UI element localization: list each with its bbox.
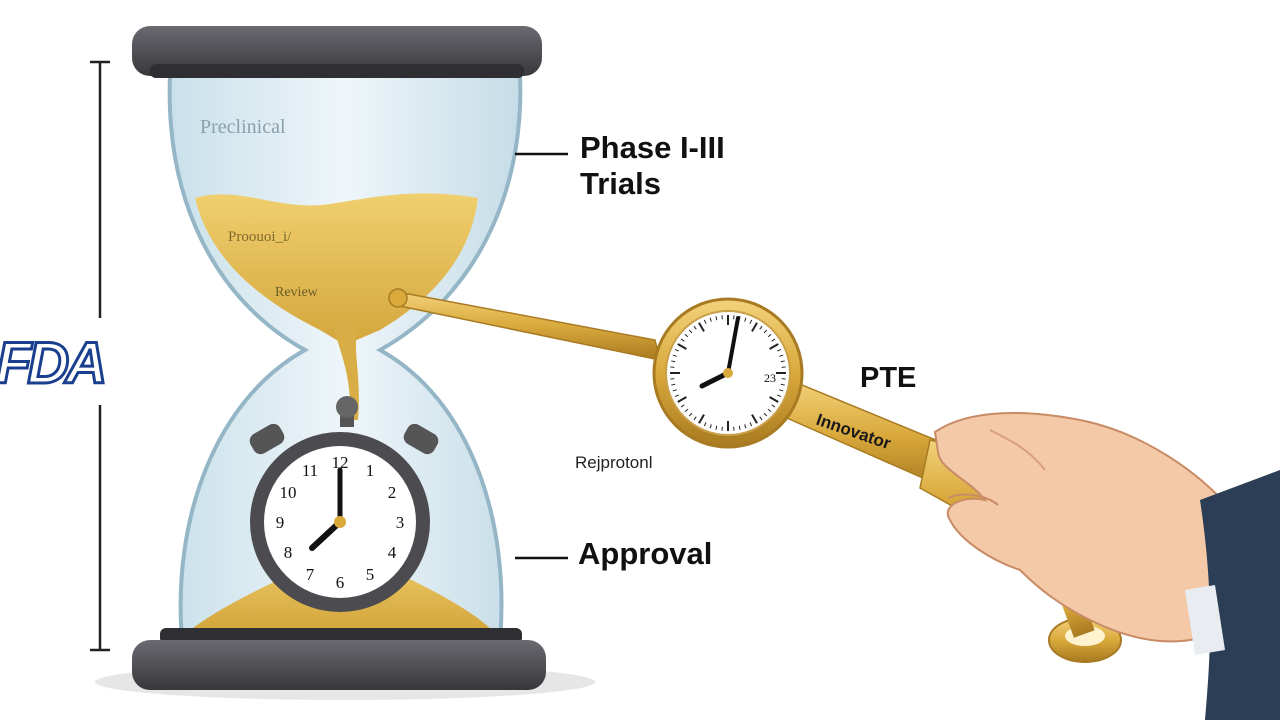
stopwatch-number: 1 — [366, 461, 375, 480]
stopwatch-number: 9 — [276, 513, 285, 532]
review-label: Review — [275, 285, 318, 301]
top-cap-rim — [150, 64, 524, 78]
stopwatch-number: 6 — [336, 573, 345, 592]
stopwatch-number: 10 — [280, 483, 297, 502]
gauge-number: 23 — [764, 371, 776, 385]
stopwatch-number: 4 — [388, 543, 397, 562]
hand-holding-key — [935, 413, 1280, 720]
fda-logo: FDA — [0, 330, 103, 397]
hourglass-base — [132, 640, 546, 690]
approval-label: Approval — [578, 536, 712, 572]
stopwatch-number: 3 — [396, 513, 405, 532]
stopwatch-number: 2 — [388, 483, 397, 502]
preclinical-label: Preclinical — [200, 116, 286, 139]
reprotonl-label: Rejprotonl — [575, 453, 653, 473]
stopwatch-number: 7 — [306, 565, 315, 584]
pte-label: PTE — [860, 362, 916, 395]
phase-trials-label: Phase I-III Trials — [580, 130, 725, 202]
stopwatch-number: 11 — [302, 461, 318, 480]
protocol-label: Proouoi_i/ — [228, 229, 291, 246]
stopwatch-number: 5 — [366, 565, 375, 584]
stopwatch-number: 8 — [284, 543, 293, 562]
pte-gauge-clock: 23 — [654, 299, 802, 447]
